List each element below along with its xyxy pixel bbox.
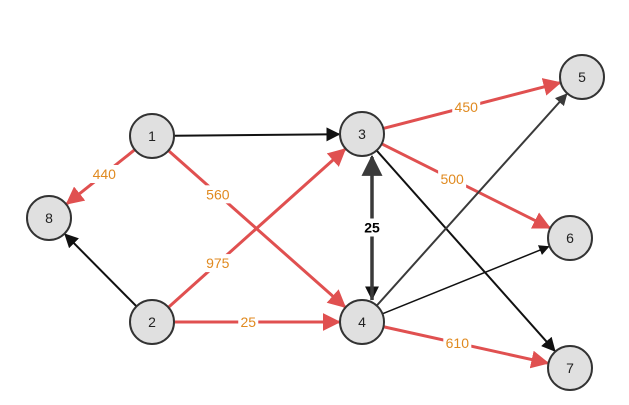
edge-weight-text: 450: [455, 99, 479, 115]
node-1[interactable]: 1: [129, 113, 175, 159]
nodes-layer: 1 2 3 4 5 6 7 8: [26, 54, 605, 391]
edge-weight-background: [438, 170, 467, 189]
edge-weight-3-to-5: 450: [452, 97, 481, 116]
edge-4-to-5: [375, 93, 568, 307]
node-label: 7: [566, 360, 574, 376]
node-circle[interactable]: [129, 113, 175, 159]
edge-4-to-6: [382, 245, 550, 315]
node-label: 8: [45, 210, 53, 226]
node-label: 2: [148, 314, 156, 330]
edge-weight-background: [452, 97, 481, 116]
node-label: 1: [148, 128, 156, 144]
edge-weight-3-to-4: 25: [362, 218, 382, 237]
node-7[interactable]: 7: [547, 345, 593, 391]
edge-weight-2-to-3: 975: [203, 254, 232, 273]
node-4[interactable]: 4: [339, 299, 385, 345]
edge-2-to-3: [167, 148, 347, 309]
node-circle[interactable]: [339, 299, 385, 345]
edge-weight-text: 440: [93, 166, 117, 182]
edge-weight-text: 500: [440, 171, 464, 187]
edge-weight-1-to-4: 560: [203, 185, 232, 204]
node-2[interactable]: 2: [129, 299, 175, 345]
edge-weight-3-to-6: 500: [438, 170, 467, 189]
edge-weight-4-to-7: 610: [443, 334, 472, 353]
node-circle[interactable]: [547, 345, 593, 391]
edge-weight-text: 25: [364, 220, 380, 236]
node-circle[interactable]: [26, 195, 72, 241]
edge-weight-background: [90, 164, 119, 183]
edge-2-to-8: [64, 233, 138, 308]
edge-weight-background: [443, 334, 472, 353]
node-label: 6: [566, 230, 574, 246]
edge-weight-background: [203, 254, 232, 273]
edge-3-to-7: [375, 149, 556, 352]
edge-weight-text: 975: [206, 255, 230, 271]
node-circle[interactable]: [547, 215, 593, 261]
node-label: 4: [358, 314, 366, 330]
edge-weight-2-to-4: 25: [238, 313, 259, 331]
edge-weight-text: 25: [240, 314, 256, 330]
edge-weight-background: [238, 313, 259, 331]
edge-weight-background: [203, 185, 232, 204]
edge-labels-layer: 440 560 975 25 25 450 500 610: [90, 97, 481, 353]
node-5[interactable]: 5: [559, 54, 605, 100]
node-circle[interactable]: [339, 111, 385, 157]
edge-weight-text: 560: [206, 186, 230, 202]
node-label: 3: [358, 126, 366, 142]
node-6[interactable]: 6: [547, 215, 593, 261]
node-circle[interactable]: [559, 54, 605, 100]
node-circle[interactable]: [129, 299, 175, 345]
node-8[interactable]: 8: [26, 195, 72, 241]
edge-weight-background: [362, 218, 382, 237]
edge-weight-text: 610: [446, 335, 470, 351]
edge-weight-1-to-8: 440: [90, 164, 119, 183]
edge-1-to-3: [173, 127, 341, 142]
node-3[interactable]: 3: [339, 111, 385, 157]
node-label: 5: [578, 69, 586, 85]
